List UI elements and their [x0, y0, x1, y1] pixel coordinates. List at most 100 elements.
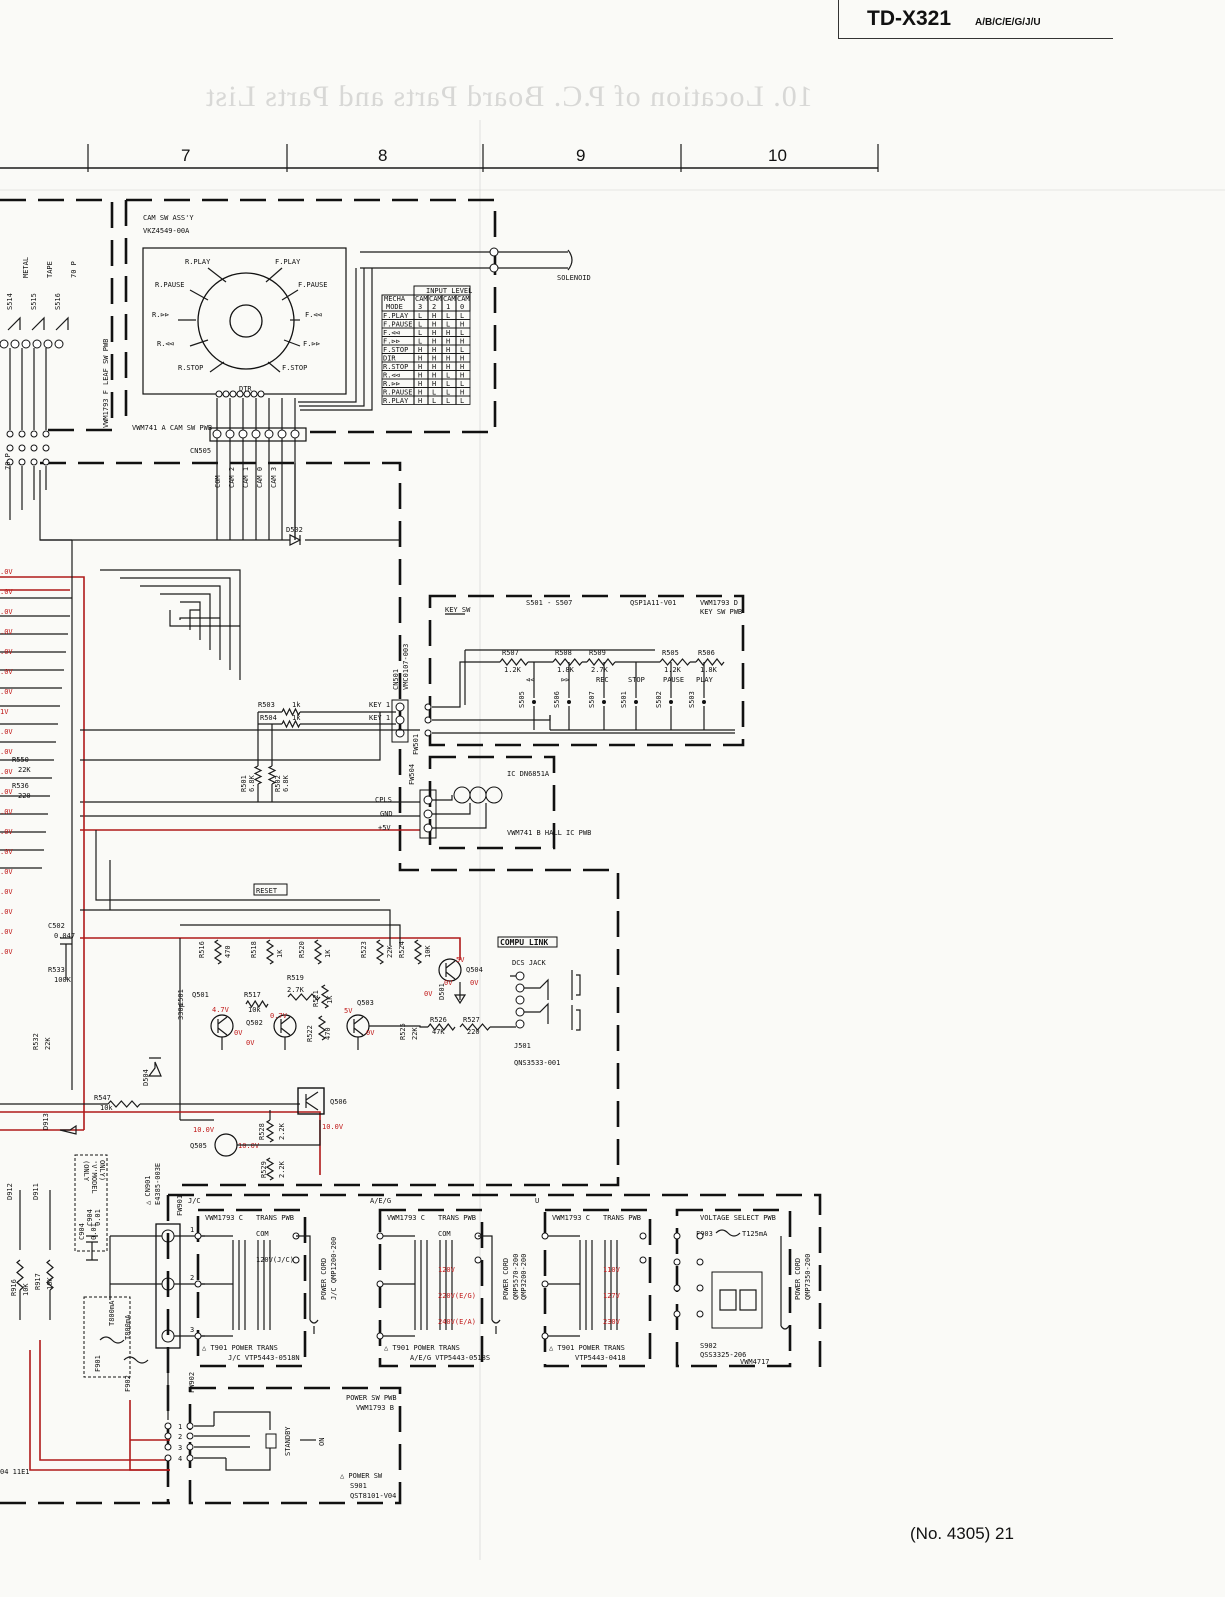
hall-pin-gnd: GND [380, 810, 393, 818]
r517-ref: R517 [244, 991, 261, 999]
power-sw-pin-1: 2 [178, 1433, 182, 1441]
left-voltage-19: .0V [0, 948, 13, 956]
key-sw-res-val-2: 2.7K [591, 666, 609, 674]
ilt-row-10-mode: R.PLAY [383, 397, 409, 405]
power-section-0-cord-part-0: J/C QMP1200-200 [330, 1237, 338, 1300]
key-fw501: FW501 [412, 734, 420, 755]
r517-val: 10k [248, 1006, 261, 1014]
f903-label: F903 [696, 1230, 713, 1238]
left-voltage-12: .0V [0, 808, 13, 816]
fuse-f902-val: T800mA [124, 1314, 132, 1340]
vs-cord: POWER CORD [794, 1258, 802, 1300]
power-section-1-pcb: VWM1793 C [387, 1214, 425, 1222]
reset-voltage-1: 0V [234, 1029, 243, 1037]
leaf-sw-label: LEAF SW PWB [102, 339, 110, 385]
key-sw-switch-2: S507 [588, 691, 596, 708]
left-switch-label-0: METAL [22, 257, 30, 278]
cn901-part: E4385-003E [154, 1163, 162, 1205]
left-voltage-7: 1V [0, 708, 9, 716]
solenoid: SOLENOID [360, 247, 591, 282]
ilt-h2b: 2 [432, 303, 436, 311]
fuse-f901-val: T800mA [108, 1300, 116, 1326]
left-voltage-9: .0V [0, 748, 13, 756]
reset-voltage-4: 5V [344, 1007, 353, 1015]
c501-ref: C501 [177, 989, 185, 1006]
reset-r-3-val: 22K [386, 945, 394, 958]
key-sw-res-val-4: 1.8K [700, 666, 718, 674]
ilt-h3b: 1 [446, 303, 450, 311]
ilt-row-0-mode: F.PLAY [383, 312, 409, 320]
cn501-part: VMC0107-003 [402, 644, 410, 690]
power-section-2-tap-0: 110V [603, 1266, 621, 1274]
power-section-0-com: COM [256, 1230, 269, 1238]
key-sw-pcb-1: KEY SW PWB [700, 608, 742, 616]
ilt-row-5-c2: H [432, 355, 436, 363]
ilt-row-2-mode: F.⊲⊲ [383, 329, 400, 337]
r527-val: 220 [467, 1028, 480, 1036]
power-section-0-trans-ref: △ T901 POWER TRANS [202, 1344, 278, 1352]
ilt-h0a: MECHA [384, 295, 406, 303]
ilt-row-9-mode: R.PAUSE [383, 389, 413, 397]
power-pin-2: 3 [190, 1326, 194, 1334]
key-sw-range: S501 - S507 [526, 599, 572, 607]
left-part-11-ref: R917 [34, 1273, 42, 1290]
fuse-note-1: 'V'MODEL [90, 1160, 98, 1194]
c904-val: 0.01 [94, 1209, 102, 1226]
left-part-4-ref: R532 [32, 1033, 40, 1050]
left-70p: 70 P [4, 453, 12, 470]
left-voltage-1: .0V [0, 588, 13, 596]
r519-ref: R519 [287, 974, 304, 982]
ilt-row-3-c2: H [432, 338, 436, 346]
vs-pcb: VWM4717 [740, 1358, 770, 1366]
left-voltage-18: .0V [0, 928, 13, 936]
power-section-1-tag: A/E/G [370, 1197, 391, 1205]
left-voltage-17: .0V [0, 908, 13, 916]
key-sw-switch-5: S503 [688, 691, 696, 708]
power-section-0-tag: J/C [188, 1197, 201, 1205]
ilt-row-8-c2: H [432, 380, 436, 388]
mirrored-bleed-title: 10. Location of P.C. Board Parts and Par… [205, 80, 813, 113]
left-part-7-ref: D913 [42, 1113, 50, 1130]
power-pin-0: 1 [190, 1226, 194, 1234]
left-voltage-0: .0V [0, 568, 13, 576]
key-sw-res-ref-0: R507 [502, 649, 519, 657]
cam-connector-pins [212, 390, 300, 540]
reset-title: RESET [256, 887, 278, 895]
r502-val: 6.8K [282, 774, 290, 792]
cam-position-0: R.PLAY [185, 258, 211, 266]
ilt-row-1-c2: H [432, 321, 436, 329]
c501-val: 330p [177, 1003, 185, 1020]
column-number-7: 7 [181, 146, 191, 165]
cam-pin-label-4: CAM 3 [270, 467, 278, 488]
fuse-f901: F901 [94, 1355, 102, 1372]
reset-voltage-5: 0V [366, 1029, 375, 1037]
key-sw-switch-1: S506 [553, 691, 561, 708]
voltage-select-title: VOLTAGE SELECT PWB [700, 1214, 776, 1222]
ilt-row-7-c4: H [460, 372, 464, 380]
hall-connector: FW504 [408, 764, 416, 785]
ilt-h1b: 3 [418, 303, 422, 311]
ilt-row-9-c1: H [418, 389, 422, 397]
left-part-4-val: 22K [44, 1037, 52, 1050]
key-sw-button-2: REC [596, 676, 609, 684]
r504-val: 1k [292, 714, 301, 722]
left-part-12-val: 0.01 [90, 1223, 98, 1240]
cam-pcb-label: VWM741 A CAM SW PWB [132, 424, 212, 432]
cam-position-9: F.STOP [282, 364, 307, 372]
d501-label: D501 [438, 983, 446, 1000]
power-section-0-trans-part: J/C VTP5443-0518N [228, 1354, 300, 1362]
hall-pin-5v: +5V [378, 824, 391, 832]
ilt-row-4-c2: H [432, 346, 436, 354]
cam-connector-ref: CN505 [190, 447, 211, 455]
bottom-left-label: 04 11E1 [0, 1468, 30, 1476]
fuse-note-2: ONLY) [98, 1160, 106, 1181]
q506-v: 10.0V [322, 1123, 344, 1131]
ilt-row-6-c2: H [432, 363, 436, 371]
left-switch-label-2: 70 P [70, 261, 78, 278]
left-part-12-ref: C904 [78, 1223, 86, 1240]
power-section-2-trans-ref: △ T901 POWER TRANS [549, 1344, 625, 1352]
